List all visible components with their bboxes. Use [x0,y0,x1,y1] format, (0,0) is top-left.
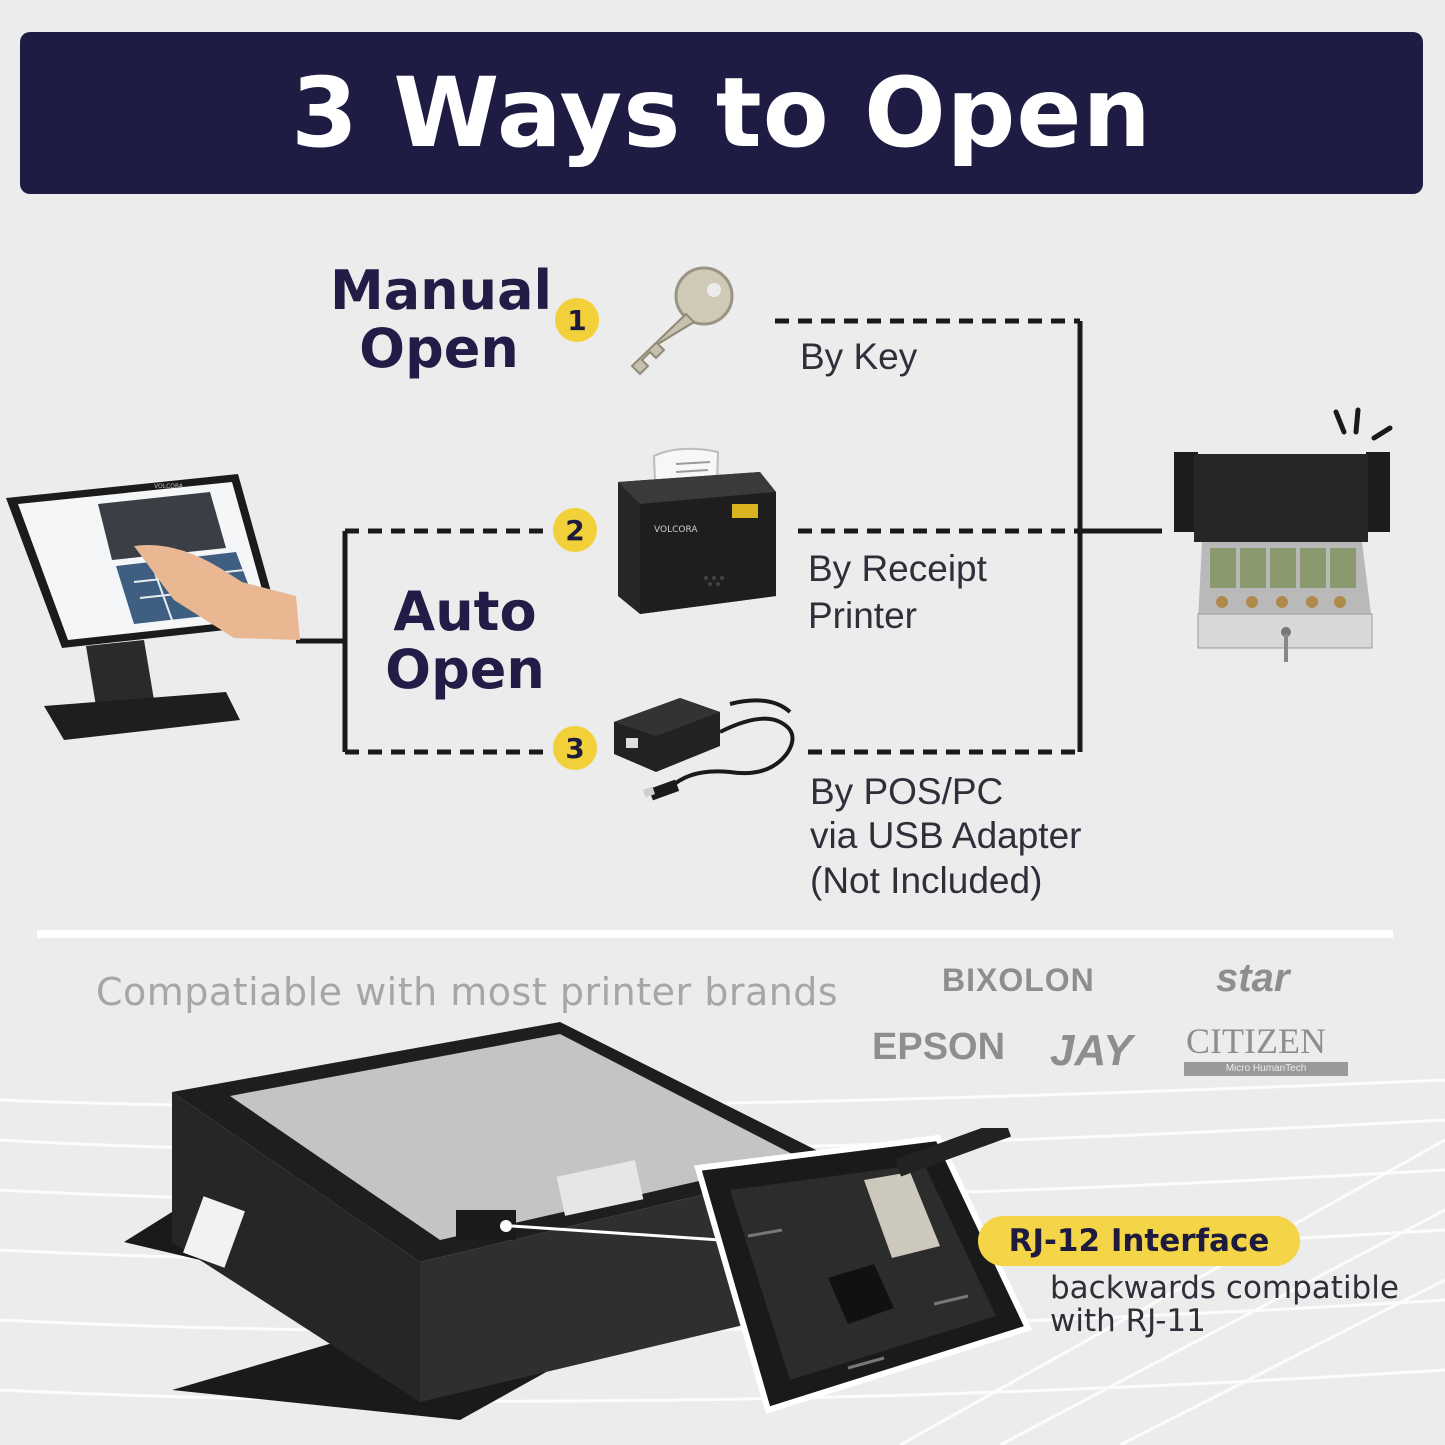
cash-drawer-icon [1174,407,1393,662]
key-icon [630,266,734,376]
rj12-interface-label: RJ-12 Interface [978,1216,1300,1266]
manual-open-heading: Manual Open [330,259,553,381]
open-burst-line-3 [1371,425,1393,441]
step-badge-3: 3 [553,726,597,770]
auto-heading-line2: Open [385,638,545,702]
method-label-usb: By POS/PC via USB Adapter (Not Included) [810,770,1081,903]
printer-label-line2: Printer [808,595,917,637]
title-banner: 3 Ways to Open [20,32,1423,194]
method-label-key: By Key [800,333,917,380]
connector-lines [296,318,1162,755]
open-burst-line-1 [1333,409,1347,435]
page-title: 3 Ways to Open [291,57,1152,169]
citizen-sub-logo: Micro HumanTech [1184,1062,1348,1076]
step-badge-2: 2 [553,508,597,552]
step-badge-1: 1 [555,298,599,342]
usb-adapter-icon [614,698,795,801]
manual-heading-line2: Open [359,317,519,381]
drawer-bottom-view [124,1022,841,1420]
epson-logo: EPSON [872,1026,1006,1068]
receipt-printer-icon: VOLCORA [618,447,776,614]
auto-heading-line1: Auto [393,580,537,643]
usb-label-line3: (Not Included) [810,859,1043,901]
printer-label-line1: By Receipt [808,548,987,589]
usb-label-line2: via USB Adapter [810,815,1082,857]
citizen-logo: CITIZEN [1186,1021,1326,1061]
star-logo: star [1216,956,1290,1000]
printer-brand-text: VOLCORA [654,525,698,535]
bixolon-logo: BIXOLON [942,962,1095,998]
rj12-compat-note: backwards compatible with RJ-11 [1050,1272,1399,1337]
jay-logo: JAY [1050,1026,1133,1075]
manual-heading-line1: Manual [330,259,553,322]
section-divider [37,930,1393,938]
open-burst-line-2 [1353,407,1361,435]
monitor-brand-text: VOLCORA [154,483,184,490]
rj12-port-closeup [694,1128,1033,1414]
rj12-note-line2: with RJ-11 [1050,1302,1206,1339]
pos-monitor-icon: VOLCORA [6,474,300,740]
usb-label-line1: By POS/PC [810,771,1004,812]
method-label-printer: By Receipt Printer [808,545,987,640]
rj12-note-line1: backwards compatible [1050,1270,1399,1306]
auto-open-heading: Auto Open [375,580,555,702]
compatibility-text: Compatiable with most printer brands [96,970,839,1014]
key-label-line1: By Key [800,336,918,377]
